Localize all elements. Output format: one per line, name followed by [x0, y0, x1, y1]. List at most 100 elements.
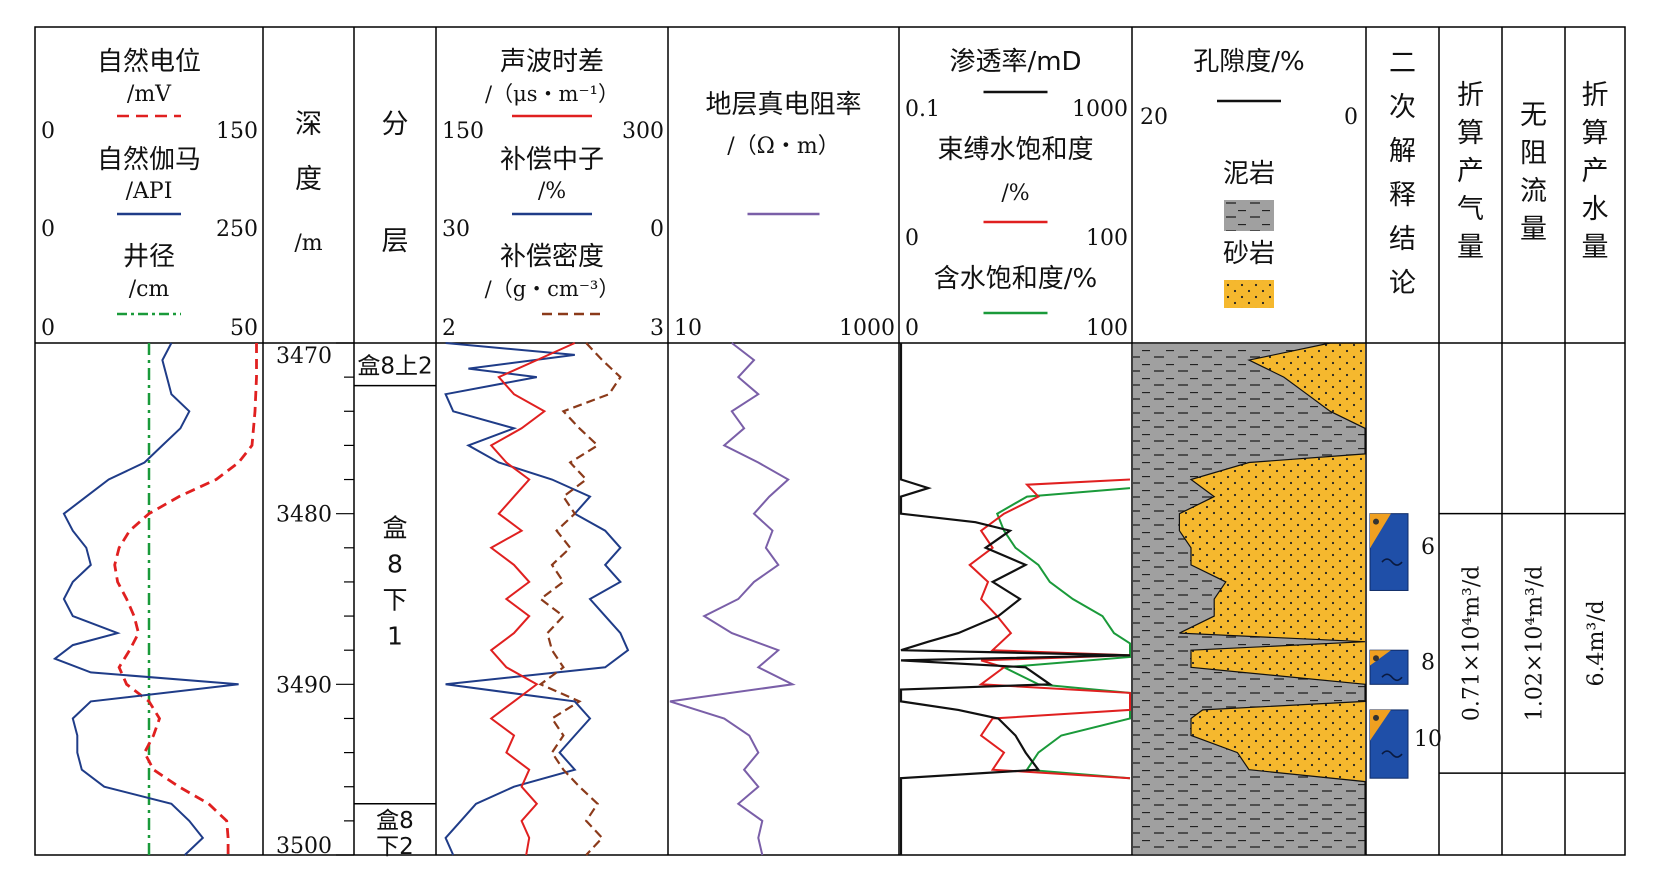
cnl-scale-min: 30: [442, 217, 470, 242]
interval-number: 10: [1414, 727, 1442, 752]
perm-track-title: 渗透率/mD: [949, 47, 1081, 77]
shale-legend-swatch: [1224, 200, 1274, 231]
ac-curve: [489, 342, 576, 856]
water-symbol: [1381, 750, 1403, 758]
perm-curve: [899, 343, 1131, 855]
porosity-scale-right: 0: [1344, 105, 1358, 130]
depth-header: 深: [295, 109, 322, 140]
gas-rate-header: 气: [1457, 194, 1484, 225]
ac-unit: /（μs・m⁻¹）: [485, 82, 619, 106]
shale-legend-label: 泥岩: [1223, 159, 1275, 189]
porosity-track-title: 孔隙度/%: [1193, 47, 1304, 77]
sp-scale-max: 150: [216, 119, 258, 144]
perm-scale-max: 1000: [1072, 97, 1128, 122]
cnl-track-title: 补偿中子: [500, 145, 604, 175]
depth-label: 3500: [276, 834, 332, 859]
perm-scale-min: 0.1: [905, 97, 940, 122]
layer-name: 8: [387, 550, 403, 579]
interp-header: 释: [1389, 180, 1416, 211]
interp-header: 结: [1389, 224, 1416, 255]
sand-legend-swatch: [1224, 280, 1274, 308]
cnl-unit: /%: [538, 179, 566, 204]
rt-scale-min: 10: [674, 316, 702, 341]
porosity-scale-left: 20: [1140, 105, 1168, 130]
layer-name: 1: [387, 622, 403, 651]
ac-track-title: 声波时差: [500, 47, 604, 77]
interp-header: 二: [1389, 48, 1416, 79]
swb-scale-max: 100: [1086, 226, 1128, 251]
layer-name: 盒8上2: [357, 353, 432, 379]
sand-fill: [1179, 343, 1365, 855]
open-flow-header: 阻: [1520, 138, 1547, 169]
interp-header: 次: [1389, 92, 1416, 123]
gr-scale-max: 250: [216, 217, 258, 242]
gas-rate-value: 0.71×10⁴m³/d: [1460, 566, 1485, 721]
rt-curve: [669, 342, 796, 856]
ac-scale-max: 300: [622, 119, 664, 144]
rt-unit: /（Ω・m）: [727, 134, 840, 159]
sp-unit: /mV: [127, 82, 172, 107]
cal-unit: /cm: [129, 277, 170, 302]
gr-curve: [52, 342, 239, 856]
chart-frame: [34, 26, 1626, 856]
depth-label: 3480: [276, 503, 332, 528]
gr-track-title: 自然伽马: [97, 145, 201, 175]
layer-header: 分: [382, 109, 409, 140]
sand-legend-label: 砂岩: [1223, 239, 1275, 269]
sw-track-title: 含水饱和度/%: [934, 264, 1097, 294]
gas-indicator: [1370, 650, 1391, 666]
cnl-scale-max: 0: [650, 217, 664, 242]
swb-track-title: 束缚水饱和度: [937, 135, 1093, 165]
swb-unit: /%: [1001, 181, 1029, 206]
open-flow-header: 流: [1520, 176, 1547, 207]
porosity-curve: [1178, 342, 1366, 855]
interp-header: 论: [1389, 268, 1416, 299]
open-flow-value: 1.02×10⁴m³/d: [1523, 566, 1548, 721]
rt-scale-max: 1000: [839, 316, 895, 341]
rt-track-title: 地层真电阻率: [705, 90, 861, 120]
layer-header: 层: [382, 226, 409, 257]
open-flow-header: 无: [1520, 100, 1547, 131]
cnl-curve: [444, 342, 630, 856]
cal-scale-max: 50: [230, 316, 258, 341]
layer-name: 盒8: [376, 808, 414, 834]
water-rate-header: 量: [1582, 232, 1609, 263]
cal-track-title: 井径: [123, 242, 175, 272]
den-curve: [538, 342, 622, 856]
gas-rate-header: 产: [1457, 156, 1484, 187]
water-symbol: [1381, 558, 1403, 566]
layer-name: 下2: [376, 834, 414, 860]
sw-scale-min: 0: [905, 316, 919, 341]
water-rate-header: 产: [1582, 156, 1609, 187]
depth-label: 3470: [276, 344, 332, 369]
swb-scale-min: 0: [905, 226, 919, 251]
ac-scale-min: 150: [442, 119, 484, 144]
gr-scale-min: 0: [41, 217, 55, 242]
interval-number: 6: [1421, 535, 1435, 560]
gas-rate-header: 算: [1457, 118, 1484, 149]
den-unit: /（g・cm⁻³）: [485, 277, 620, 301]
sp-track-title: 自然电位: [97, 47, 201, 77]
layer-name: 盒: [382, 514, 407, 543]
den-scale-max: 3: [650, 316, 664, 341]
depth-header: 度: [295, 164, 322, 195]
den-scale-min: 2: [442, 316, 456, 341]
open-flow-header: 量: [1520, 214, 1547, 245]
gas-rate-header: 量: [1457, 232, 1484, 263]
gas-symbol: [1373, 714, 1379, 721]
gas-rate-header: 折: [1457, 80, 1484, 111]
gas-symbol: [1373, 518, 1379, 525]
gas-symbol: [1373, 655, 1379, 662]
water-rate-header: 水: [1582, 194, 1609, 225]
interval-number: 8: [1421, 650, 1435, 675]
water-rate-value: 6.4m³/d: [1584, 600, 1609, 686]
interp-header: 解: [1389, 136, 1416, 167]
depth-unit: /m: [294, 231, 322, 256]
depth-label: 3490: [276, 673, 332, 698]
sp-scale-min: 0: [41, 119, 55, 144]
gr-unit: /API: [126, 179, 173, 204]
sp-curve: [113, 343, 258, 855]
water-symbol: [1381, 673, 1403, 682]
water-rate-header: 算: [1582, 118, 1609, 149]
